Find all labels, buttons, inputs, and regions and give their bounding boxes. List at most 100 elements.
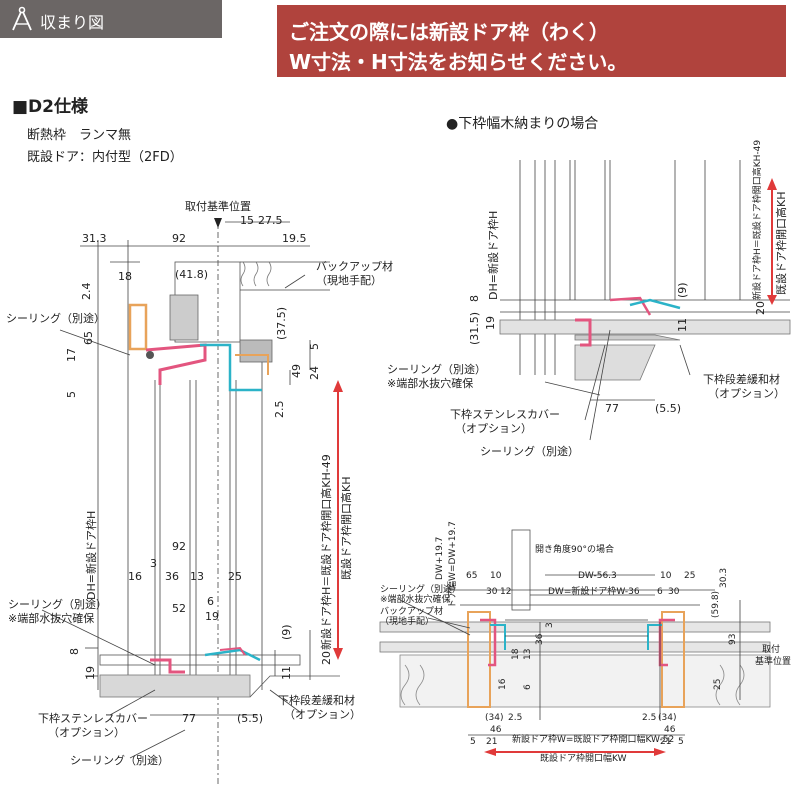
svg-text:20: 20 (320, 651, 333, 665)
baseboard-subtitle: ●下枠幅木納まりの場合 (446, 116, 599, 132)
left-section-drawing (41, 218, 343, 785)
spec-existing-door: 既設ドア：内付型（2FD） (27, 150, 183, 165)
notice-line-2: W寸法・H寸法をお知らせください。 (289, 50, 628, 74)
svg-text:※端部水抜穴確保: ※端部水抜穴確保 (380, 593, 451, 605)
right-sealing-label-2: シーリング（別途） (480, 444, 579, 458)
svg-text:（オプション）: （オプション） (284, 708, 361, 721)
svg-text:（オプション）: （オプション） (48, 726, 125, 739)
svg-text:15: 15 (240, 214, 254, 227)
svg-text:92: 92 (172, 540, 186, 553)
svg-text:DW=新設ドア枠W-36: DW=新設ドア枠W-36 (548, 585, 640, 597)
svg-text:24: 24 (308, 366, 321, 380)
svg-text:65: 65 (82, 331, 95, 345)
svg-text:（オプション）: （オプション） (708, 387, 785, 400)
sealing-label-2: シーリング（別途） (8, 597, 107, 611)
left-drawing-labels: 取付基準位置 31.3 92 15 27.5 19.5 18 (41.8) 2.… (6, 199, 393, 767)
svg-text:19: 19 (84, 666, 97, 680)
kw-label: 既設ドア枠開口幅KW (540, 752, 627, 764)
svg-text:ドア幅W=DW+19.7: ドア幅W=DW+19.7 (446, 521, 458, 608)
plan-sealing-label: シーリング（別途） (380, 583, 461, 595)
svg-text:(37.5): (37.5) (275, 307, 288, 340)
spec-frame: 断熱枠 ランマ無 (27, 128, 132, 143)
svg-text:18: 18 (118, 270, 132, 283)
svg-text:5: 5 (65, 391, 78, 398)
compass-icon (12, 6, 32, 31)
right-stainless-label: 下枠ステンレスカバー (450, 407, 560, 421)
svg-text:21: 21 (660, 737, 671, 747)
svg-text:(5.5): (5.5) (655, 402, 681, 415)
step-relief-label: 下枠段差緩和材 (278, 693, 355, 707)
right-step-relief-label: 下枠段差緩和材 (703, 372, 780, 386)
stainless-cover-label: 下枠ステンレスカバー (38, 711, 148, 725)
svg-text:2.4: 2.4 (80, 283, 93, 301)
svg-text:（オプション）: （オプション） (455, 422, 532, 435)
svg-text:52: 52 (172, 602, 186, 615)
svg-text:DW+19.7: DW+19.7 (435, 537, 445, 580)
right-sealing-label: シーリング（別途） (387, 362, 486, 376)
svg-text:21: 21 (486, 737, 497, 747)
svg-text:92: 92 (172, 232, 186, 245)
svg-text:16: 16 (498, 678, 508, 690)
svg-text:65: 65 (466, 571, 477, 581)
svg-text:36: 36 (165, 570, 179, 583)
svg-text:5: 5 (470, 737, 476, 747)
svg-text:2.5: 2.5 (642, 713, 656, 723)
svg-text:5: 5 (308, 343, 321, 350)
svg-text:（現地手配）: （現地手配） (316, 273, 382, 287)
plan-drawing (379, 529, 771, 756)
svg-text:25: 25 (684, 571, 695, 581)
svg-text:49: 49 (290, 364, 303, 378)
svg-text:5: 5 (678, 737, 684, 747)
svg-text:30: 30 (668, 587, 680, 597)
right-kh-label: 既設ドア枠開口高KH (774, 192, 788, 295)
svg-text:(41.8): (41.8) (175, 268, 208, 281)
svg-text:(34): (34) (485, 713, 503, 723)
svg-text:(31.5): (31.5) (468, 312, 481, 345)
svg-text:(34): (34) (658, 713, 676, 723)
plan-ref-label: 取付 (762, 644, 780, 655)
svg-text:13: 13 (523, 649, 533, 660)
plan-backup-label: バックアップ材 (380, 605, 443, 617)
sealing-label-1: シーリング（別途） (6, 311, 105, 325)
svg-text:16: 16 (128, 570, 142, 583)
header-title: 収まり図 (40, 13, 105, 32)
svg-text:19.5: 19.5 (282, 232, 307, 245)
svg-text:17: 17 (65, 348, 78, 362)
order-notice: ご注文の際には新設ドア枠（わく） W寸法・H寸法をお知らせください。 (277, 5, 786, 77)
svg-text:36: 36 (535, 633, 545, 645)
svg-text:11: 11 (676, 318, 689, 332)
drain-note: ※端部水抜穴確保 (8, 611, 94, 625)
svg-text:2.5: 2.5 (273, 401, 286, 419)
svg-text:10: 10 (660, 571, 672, 581)
svg-text:(59.8): (59.8) (711, 591, 721, 618)
kh49-label: 新設ドア枠H＝既設ドア枠開口高KH-49 (319, 454, 333, 650)
svg-text:27.5: 27.5 (258, 214, 283, 227)
right-kh49-label: 新設ドア枠H＝既設ドア枠開口高KH-49 (751, 140, 763, 300)
svg-text:（現地手配）: （現地手配） (380, 615, 434, 627)
svg-text:20: 20 (754, 301, 767, 315)
svg-text:2.5: 2.5 (508, 713, 522, 723)
svg-text:6: 6 (207, 595, 214, 608)
svg-text:12: 12 (500, 587, 511, 597)
svg-text:6: 6 (523, 684, 533, 690)
svg-text:13: 13 (190, 570, 204, 583)
svg-text:11: 11 (280, 666, 293, 680)
right-drawing-labels: DH=新設ドア枠H 新設ドア枠H＝既設ドア枠開口高KH-49 既設ドア枠開口高K… (387, 140, 788, 458)
svg-text:93: 93 (728, 634, 738, 645)
svg-text:30: 30 (486, 587, 498, 597)
svg-text:(9): (9) (676, 282, 689, 298)
svg-text:77: 77 (182, 712, 196, 725)
backup-material-label: バックアップ材 (316, 259, 393, 273)
notice-line-1: ご注文の際には新設ドア枠（わく） (289, 20, 609, 44)
sealing-label-3: シーリング（別途） (70, 753, 169, 767)
svg-text:10: 10 (490, 571, 502, 581)
svg-text:25: 25 (713, 679, 723, 690)
svg-text:25: 25 (228, 570, 242, 583)
open-angle-label: 開き角度90°の場合 (535, 543, 614, 555)
svg-text:※端部水抜穴確保: ※端部水抜穴確保 (387, 376, 473, 390)
svg-text:30.3: 30.3 (719, 568, 729, 588)
svg-text:31.3: 31.3 (82, 232, 107, 245)
dh-label: DH=新設ドア枠H (84, 511, 98, 600)
svg-text:18: 18 (511, 648, 521, 660)
